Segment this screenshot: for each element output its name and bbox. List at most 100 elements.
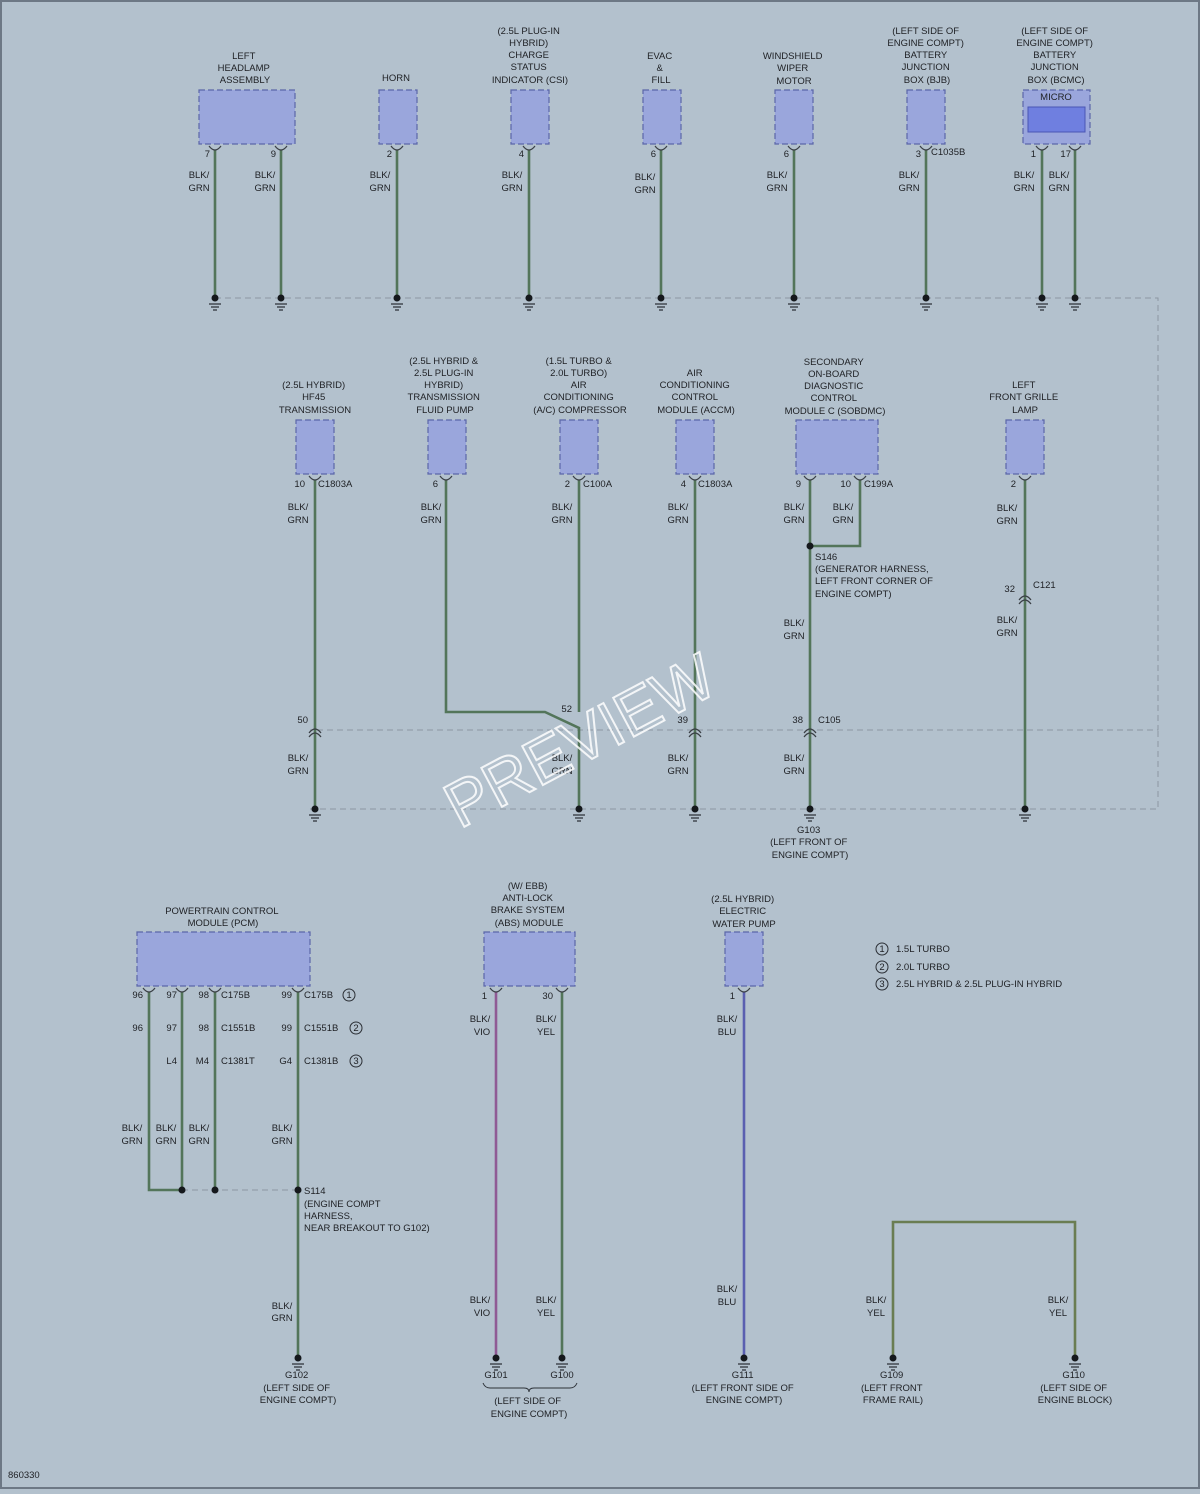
svg-text:2: 2 (879, 962, 884, 973)
svg-text:BLK/GRN: BLK/GRN (501, 170, 522, 194)
wire (810, 480, 862, 548)
wire-color-labels-pcm: BLK/GRN BLK/GRN BLK/GRN BLK/GRN BLK/GRN (121, 1123, 292, 1324)
svg-text:2: 2 (1011, 479, 1016, 490)
svg-text:10: 10 (294, 479, 305, 490)
connector-labels-middle: C1803A C100A C1803A C199A C121 C105 (318, 479, 1056, 726)
ground-g100-g101-location: (LEFT SIDE OF ENGINE COMPT) (491, 1396, 568, 1420)
svg-text:96: 96 (132, 1023, 143, 1034)
svg-text:52: 52 (561, 704, 572, 715)
wire-color-labels-middle: BLK/GRN BLK/GRN BLK/GRN BLK/GRN BLK/GRN … (287, 502, 1017, 777)
svg-text:BLK/GRN: BLK/GRN (1013, 170, 1034, 194)
hf45-transmission: (2.5L HYBRID) HF45 TRANSMISSION (279, 380, 351, 475)
battery-junction-box-bcmc: MICRO (LEFT SIDE OF ENGINE COMPT) BATTER… (1016, 26, 1093, 145)
svg-text:BLK/GRN: BLK/GRN (667, 502, 688, 526)
ground-g103-label: G103 (LEFT FRONT OF ENGINE COMPT) (770, 825, 850, 861)
splice-label: S114 (ENGINE COMPT HARNESS, NEAR BREAKOU… (304, 1186, 430, 1234)
ground-bus-dashed-line-lower (310, 730, 1159, 810)
component-label: EVAC & FILL (647, 51, 675, 86)
svg-text:C105: C105 (818, 715, 841, 726)
svg-text:99: 99 (281, 990, 292, 1001)
component-box (559, 419, 599, 475)
component-label: (1.5L TURBO & 2.0L TURBO) AIR CONDITIONI… (533, 356, 627, 416)
abs-module: (W/ EBB) ANTI-LOCK BRAKE SYSTEM (ABS) MO… (483, 881, 576, 987)
component-box (510, 89, 550, 145)
svg-text:1: 1 (1031, 149, 1036, 160)
svg-text:9: 9 (271, 149, 276, 160)
pcm-pin-table: 96 97 98 C175B 99 C175B 1 96 97 98 C1551… (132, 988, 363, 1068)
wire (147, 992, 182, 1192)
svg-text:BLK/GRN: BLK/GRN (783, 618, 804, 642)
component-box (724, 931, 764, 987)
svg-text:2: 2 (387, 149, 392, 160)
component-box (295, 419, 335, 475)
document-id: 860330 (8, 1470, 40, 1481)
svg-text:2.5L HYBRID & 2.5L PLUG-IN HYB: 2.5L HYBRID & 2.5L PLUG-IN HYBRID (896, 979, 1062, 990)
svg-text:32: 32 (1004, 584, 1015, 595)
svg-text:BLK/GRN: BLK/GRN (369, 170, 390, 194)
component-box (198, 89, 296, 145)
legend-item-3: 3 2.5L HYBRID & 2.5L PLUG-IN HYBRID (875, 977, 1062, 991)
pin-terminals-top (208, 145, 1082, 151)
svg-text:BLK/GRN: BLK/GRN (188, 170, 209, 194)
component-label: AIR CONDITIONING CONTROL MODULE (ACCM) (657, 368, 735, 416)
component-box (675, 419, 715, 475)
charge-status-indicator: (2.5L PLUG-IN HYBRID) CHARGE STATUS INDI… (492, 26, 568, 145)
svg-text:BLK/GRN: BLK/GRN (996, 503, 1017, 527)
svg-text:C1551B: C1551B (304, 1023, 338, 1034)
svg-text:1: 1 (879, 944, 884, 955)
pcm-wires (147, 992, 300, 1358)
component-label: LEFT HEADLAMP ASSEMBLY (218, 51, 273, 86)
svg-text:96: 96 (132, 990, 143, 1001)
component-label: HORN (382, 73, 410, 84)
svg-text:4: 4 (681, 479, 686, 490)
svg-text:C199A: C199A (864, 479, 894, 490)
ground-g111-label: G111 (LEFT FRONT SIDE OF ENGINE COMPT) (692, 1370, 797, 1406)
top-row-wires (213, 150, 1077, 298)
svg-text:BLK/GRN: BLK/GRN (898, 170, 919, 194)
svg-text:C1551B: C1551B (221, 1023, 255, 1034)
svg-text:BLK/GRN: BLK/GRN (155, 1123, 176, 1147)
splice-s114: S114 (ENGINE COMPT HARNESS, NEAR BREAKOU… (178, 1186, 430, 1234)
svg-text:7: 7 (205, 149, 210, 160)
svg-text:BLK/BLU: BLK/BLU (717, 1284, 738, 1308)
svg-text:98: 98 (198, 990, 209, 1001)
component-label: SECONDARY ON-BOARD DIAGNOSTIC CONTROL MO… (785, 357, 886, 417)
component-label: (W/ EBB) ANTI-LOCK BRAKE SYSTEM (ABS) MO… (491, 881, 568, 929)
svg-text:C121: C121 (1033, 580, 1056, 591)
component-box (795, 419, 879, 475)
svg-text:BLK/GRN: BLK/GRN (996, 615, 1017, 639)
svg-text:C1381T: C1381T (221, 1056, 255, 1067)
svg-text:10: 10 (840, 479, 851, 490)
powertrain-control-module: POWERTRAIN CONTROL MODULE (PCM) (136, 906, 311, 987)
left-front-grille-lamp: LEFT FRONT GRILLE LAMP (989, 380, 1061, 475)
ground-bus-dashed-line (215, 297, 1159, 731)
svg-text:BLK/YEL: BLK/YEL (866, 1295, 887, 1319)
svg-text:BLK/GRN: BLK/GRN (783, 753, 804, 777)
pcm-row-1: 96 97 98 C175B 99 C175B 1 (132, 988, 356, 1002)
svg-text:BLK/YEL: BLK/YEL (536, 1014, 557, 1038)
component-label: (LEFT SIDE OF ENGINE COMPT) BATTERY JUNC… (887, 26, 966, 86)
pin-numbers-top: 7 9 2 4 6 6 3 1 17 (205, 149, 1071, 160)
pin-terminal (737, 987, 751, 993)
pin-terminals-middle (308, 475, 1032, 738)
svg-text:C1803A: C1803A (318, 479, 353, 490)
note-circle (349, 1021, 363, 1035)
svg-text:BLK/GRN: BLK/GRN (634, 172, 655, 196)
ground-g102-label: G102 (LEFT SIDE OF ENGINE COMPT) (260, 1370, 337, 1406)
svg-text:97: 97 (166, 1023, 177, 1034)
svg-text:6: 6 (651, 149, 656, 160)
svg-text:4: 4 (519, 149, 524, 160)
component-label: POWERTRAIN CONTROL MODULE (PCM) (165, 906, 281, 929)
svg-text:M4: M4 (196, 1056, 209, 1067)
ground-g110-label: G110 (LEFT SIDE OF ENGINE BLOCK) (1038, 1370, 1112, 1406)
svg-text:BLK/GRN: BLK/GRN (667, 753, 688, 777)
component-label: WINDSHIELD WIPER MOTOR (763, 51, 825, 87)
pin-numbers-middle: 10 6 2 4 9 10 2 32 50 52 39 38 (294, 479, 1016, 726)
wire-color-labels-waterpump: BLK/BLU BLK/BLU (717, 1014, 738, 1308)
svg-text:17: 17 (1060, 149, 1071, 160)
left-headlamp-assembly: LEFT HEADLAMP ASSEMBLY (198, 51, 296, 145)
svg-text:BLK/GRN: BLK/GRN (551, 753, 572, 777)
component-label: LEFT FRONT GRILLE LAMP (989, 380, 1061, 416)
